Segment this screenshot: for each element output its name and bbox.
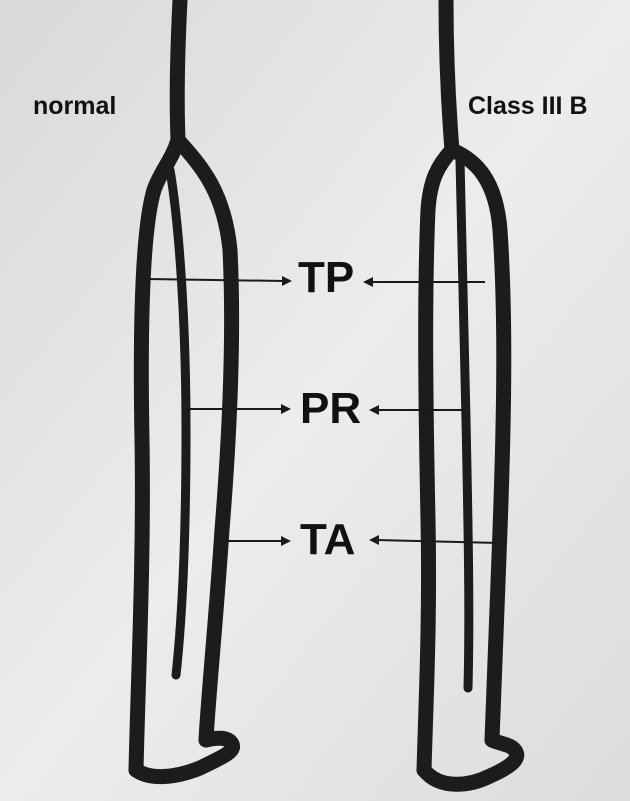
tp-label: TP <box>298 256 354 300</box>
ta-label: TA <box>300 518 355 562</box>
pr-label: PR <box>300 387 361 431</box>
normal-popliteal-artery <box>177 0 180 140</box>
class-iiib-label: Class III B <box>468 94 588 119</box>
class-popliteal-artery <box>446 0 452 150</box>
normal-label: normal <box>33 94 116 119</box>
